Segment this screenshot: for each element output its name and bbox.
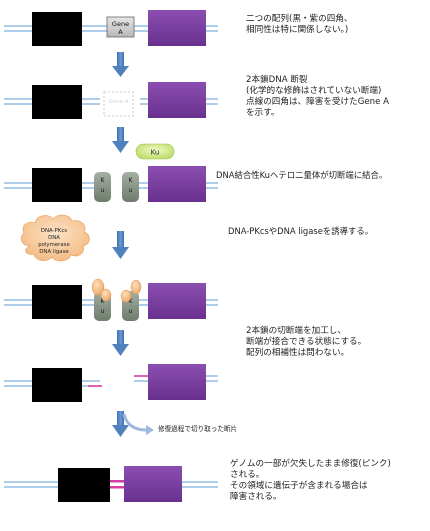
row8-repaired xyxy=(4,466,218,502)
cloud-line-1: DNA-PKcs xyxy=(41,228,67,234)
note-row8: ゲノムの一部が欠失したまま修復(ピンク) される。 その領域に遺伝子が含まれる場… xyxy=(230,459,391,503)
purple-sequence-box xyxy=(148,364,206,400)
black-sequence-box xyxy=(32,85,82,119)
purple-sequence-box xyxy=(148,166,206,202)
purple-sequence-box xyxy=(148,82,206,118)
cloud-line-2: DNA xyxy=(48,235,60,241)
purple-sequence-box xyxy=(148,283,206,319)
black-sequence-box xyxy=(32,12,82,46)
black-sequence-box xyxy=(32,285,82,319)
note-cut-fragment: 修復過程で切り取った断片 xyxy=(158,425,237,434)
note-row8-line2: される。 xyxy=(230,470,265,480)
ku-right-label-1: K xyxy=(129,298,134,305)
row6-processed-ends xyxy=(4,364,218,402)
note-row1-line1: 二つの配列(黒・紫の四角、 xyxy=(246,14,353,24)
down-arrow-4 xyxy=(112,330,129,356)
damaged-gene-a-label: Gene A xyxy=(108,99,128,105)
note-row6: 2本鎖の切断端を加工し、 断端が接合できる状態にする。 配列の相補性は問わない。 xyxy=(246,326,366,359)
note-cut-fragment-line: 修復過程で切り取った断片 xyxy=(158,425,238,433)
note-row1: 二つの配列(黒・紫の四角、 相同性は特に関係しない。) xyxy=(246,14,352,36)
ku-right-label-2: u xyxy=(129,308,133,315)
down-arrow-3 xyxy=(112,231,129,259)
note-row2-line1: 2本鎖DNA 断裂 xyxy=(246,75,308,85)
pink-repair-top xyxy=(110,480,124,483)
down-arrow-5 xyxy=(112,411,129,437)
ku-left-label-1: K xyxy=(101,177,106,184)
dna-pkcs-cloud: DNA-PKcs DNA polymerase DNA ligase xyxy=(20,214,90,262)
pkcs-blob-left-bottom xyxy=(100,288,112,302)
note-row3: DNA結合性Kuヘテロ二量体が切断端に結合。 xyxy=(216,170,387,181)
ku-right-label-1: K xyxy=(129,177,134,184)
gene-a-box xyxy=(106,16,135,38)
note-row2: 2本鎖DNA 断裂 (化学的な修飾はされていない断端) 点線の四角は、障害を受け… xyxy=(246,75,389,119)
row2-break: Gene A xyxy=(4,82,218,119)
cut-fragment-arrowhead xyxy=(146,425,154,435)
ku-right-label-2: u xyxy=(129,187,133,194)
pkcs-blob-left-top xyxy=(91,278,105,296)
ku-left-label-2: u xyxy=(101,308,105,315)
note-row6-line2: 断端が接合できる状態にする。 xyxy=(246,337,367,347)
row5-complex: K u K u xyxy=(4,278,218,321)
note-row1-line2: 相同性は特に関係しない。) xyxy=(246,25,349,35)
note-row2-line2: (化学的な修飾はされていない断端) xyxy=(246,86,382,96)
note-row6-line3: 配列の相補性は問わない。 xyxy=(246,348,350,358)
ku-left-label-1: K xyxy=(101,298,106,305)
row1-intact-dna: Gene A xyxy=(4,10,218,46)
ku-bubble: Ku xyxy=(135,143,175,160)
damaged-gene-a-box xyxy=(103,91,134,117)
note-row4-line1: DNA-PKcsやDNA ligaseを誘導する。 xyxy=(228,226,374,236)
black-sequence-box xyxy=(32,168,82,202)
black-sequence-box xyxy=(32,368,82,402)
ku-right xyxy=(122,172,139,202)
cloud-line-3: polymerase xyxy=(38,242,70,248)
purple-sequence-box xyxy=(148,10,206,46)
note-row8-line3: その領域に遺伝子が含まれる場合は xyxy=(230,481,368,491)
pkcs-blob-right-bottom xyxy=(120,289,132,303)
cut-fragment-curve-arrow xyxy=(122,413,147,432)
purple-sequence-box xyxy=(124,466,182,502)
black-sequence-box xyxy=(58,468,110,502)
note-row2-line3: 点線の四角は、障害を受けたGene A xyxy=(246,97,390,107)
note-row6-line1: 2本鎖の切断端を加工し、 xyxy=(246,326,346,336)
ku-bubble-label: Ku xyxy=(151,149,160,157)
note-row8-line1: ゲノムの一部が欠失したまま修復(ピンク) xyxy=(230,459,391,469)
pink-repair-bottom xyxy=(110,486,124,489)
gene-a-label-line1: Gene xyxy=(112,20,129,28)
ku-left-label-2: u xyxy=(101,187,105,194)
ku-left xyxy=(94,172,111,202)
note-row2-line4: を示す。 xyxy=(246,108,280,118)
pkcs-blob-right-top xyxy=(130,279,142,295)
cloud-line-4: DNA ligase xyxy=(39,249,69,255)
down-arrow-1 xyxy=(112,52,129,77)
note-row8-line4: 障害される。 xyxy=(230,492,282,502)
note-row3-line1: DNA結合性Kuヘテロ二量体が切断端に結合。 xyxy=(216,170,388,180)
row3-ku-binding: K u K u xyxy=(4,166,218,202)
down-arrow-2 xyxy=(112,127,129,153)
note-row4: DNA-PKcsやDNA ligaseを誘導する。 xyxy=(228,226,373,237)
gene-a-label-line2: A xyxy=(118,28,123,36)
